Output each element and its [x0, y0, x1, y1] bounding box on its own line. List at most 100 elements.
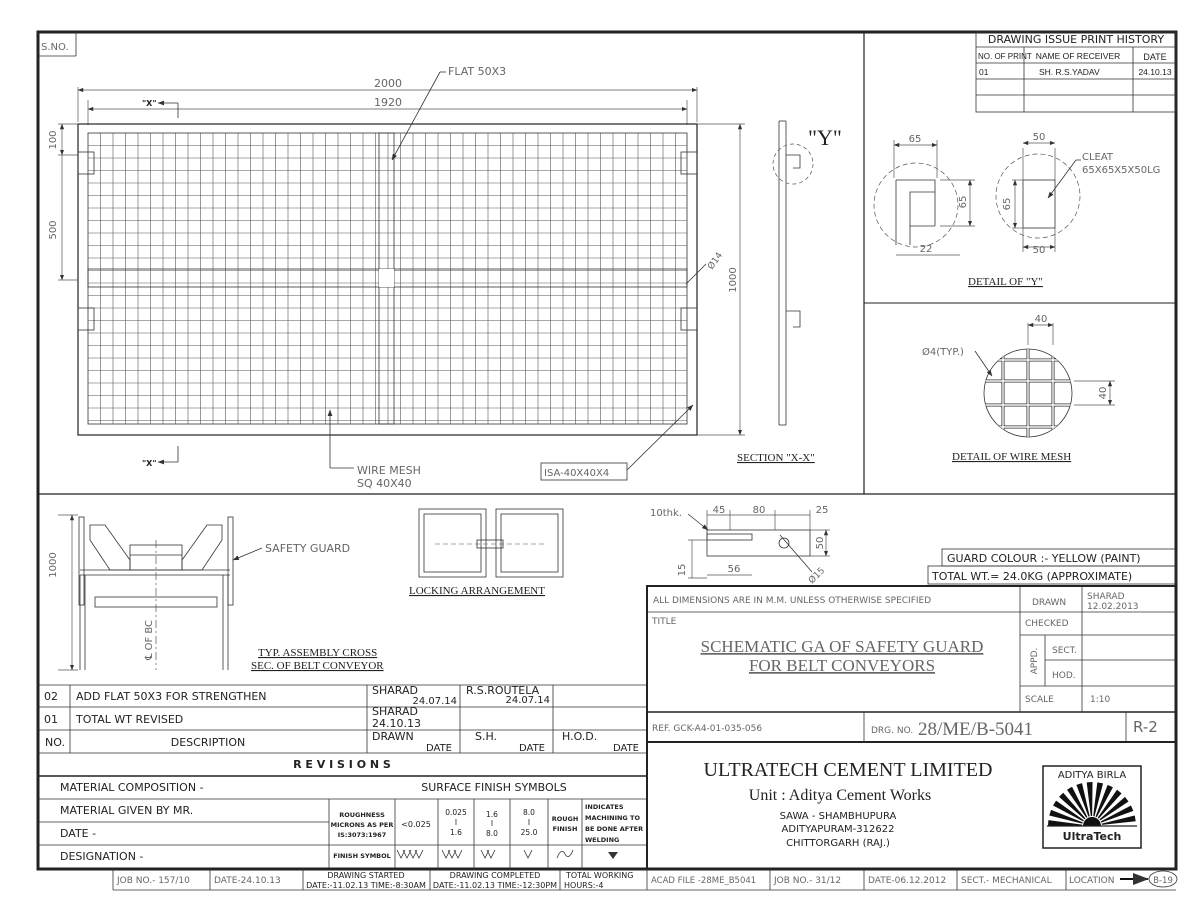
footer-date2: DATE-06.12.2012	[868, 876, 946, 886]
address-line-3: CHITTORGARH (RAJ.)	[786, 838, 890, 849]
dim-65-right: 65	[958, 196, 969, 209]
assembly-title-1: TYP. ASSEMBLY CROSS	[258, 647, 377, 659]
wire-mesh-size: SQ 40X40	[357, 477, 412, 490]
svg-text:25.0: 25.0	[521, 828, 538, 837]
footer-job-no: JOB NO.- 157/10	[116, 876, 190, 886]
guard-colour-note: GUARD COLOUR :- YELLOW (PAINT)	[947, 552, 1141, 565]
total-wt-note: TOTAL WT.= 24.0KG (APPROXIMATE)	[931, 570, 1132, 583]
drg-number: 28/ME/B-5041	[918, 719, 1033, 740]
rev-row1-sh-date: 24.07.14	[505, 695, 550, 706]
sno-label: S.NO.	[41, 42, 69, 53]
flat-label: FLAT 50X3	[448, 65, 506, 78]
rev-header-sh-date: DATE	[519, 743, 545, 754]
dim-65-top: 65	[909, 134, 922, 145]
col-no-print: NO. OF PRINT	[978, 52, 1032, 61]
safety-guard-label: SAFETY GUARD	[265, 542, 350, 555]
material-given-by: MATERIAL GIVEN BY MR.	[60, 804, 193, 817]
rev-header-drawn: DRAWN	[372, 730, 414, 743]
x-marker-bottom: "X"	[142, 459, 157, 468]
detail-y-title: DETAIL OF "Y"	[968, 276, 1043, 288]
detail-y-view: 65 65 22 50 50 65 CLEAT 65X65X5X50LG DET…	[873, 132, 1160, 288]
svg-text:DATE:-11.02.13 TIME:-8:30AM: DATE:-11.02.13 TIME:-8:30AM	[306, 881, 426, 890]
dim-100: 100	[48, 130, 59, 149]
dim-500: 500	[48, 220, 59, 239]
assembly-view: 1000 ℄ OF BC SAFETY GUARD TYP. ASSEMBLY …	[48, 514, 384, 672]
plate-dim-45: 45	[713, 505, 726, 516]
scale-value: 1:10	[1090, 695, 1110, 705]
print-history-title: DRAWING ISSUE PRINT HISTORY	[988, 33, 1164, 46]
svg-text:MICRONS AS PER: MICRONS AS PER	[331, 821, 394, 829]
rev-header-drawn-date: DATE	[426, 743, 452, 754]
notes-box: GUARD COLOUR :- YELLOW (PAINT) TOTAL WT.…	[927, 548, 1177, 585]
revisions-title: R E V I S I O N S	[293, 758, 391, 771]
drawn-date: 12.02.2013	[1087, 602, 1139, 612]
hod-label: HOD.	[1052, 671, 1076, 681]
svg-text:FINISH: FINISH	[553, 825, 578, 833]
material-composition: MATERIAL COMPOSITION -	[60, 781, 204, 794]
title-label: TITLE	[651, 617, 677, 627]
y-marker: "Y"	[808, 125, 842, 150]
print-history-table: DRAWING ISSUE PRINT HISTORY NO. OF PRINT…	[975, 31, 1177, 113]
drawing-title-2: FOR BELT CONVEYORS	[749, 656, 935, 675]
rev-row1-drawn: SHARAD	[372, 684, 418, 697]
address-line-2: ADITYAPURAM-312622	[782, 824, 895, 835]
material-designation: DESIGNATION -	[60, 850, 143, 863]
svg-text:I: I	[528, 818, 530, 827]
checked-label: CHECKED	[1025, 619, 1069, 629]
all-dims-note: ALL DIMENSIONS ARE IN M.M. UNLESS OTHERW…	[653, 596, 931, 606]
scale-label: SCALE	[1025, 695, 1054, 705]
col-date: DATE	[1143, 52, 1166, 62]
company-name: ULTRATECH CEMENT LIMITED	[704, 759, 993, 781]
svg-text:BE DONE AFTER: BE DONE AFTER	[585, 825, 643, 833]
mesh-dim-40-right: 40	[1098, 387, 1109, 400]
section-xx-title: SECTION "X-X"	[737, 452, 815, 464]
rev-row1-sh: R.S.ROUTELA	[466, 684, 540, 697]
dim-50-bottom: 50	[1033, 245, 1046, 256]
rev-row1-no: 02	[44, 690, 58, 703]
svg-text:HOURS:-4: HOURS:-4	[564, 881, 603, 890]
plate-detail-view: 45 80 25 10thk. 50 15 56 Ø15	[650, 505, 830, 586]
drawn-label: DRAWN	[1032, 598, 1066, 608]
print-no: 01	[979, 67, 989, 77]
svg-text:ROUGHNESS: ROUGHNESS	[339, 811, 385, 819]
svg-text:IS:3073:1967: IS:3073:1967	[338, 831, 386, 839]
dim-50-top: 50	[1033, 132, 1046, 143]
svg-text:DRAWING STARTED: DRAWING STARTED	[327, 871, 404, 880]
svg-text:0.025: 0.025	[445, 808, 467, 817]
guard-main-view: 2000 1920 "X" "X" 100 500	[48, 65, 745, 490]
rev-header-no: NO.	[45, 736, 65, 749]
rev-header-sh: S.H.	[475, 730, 497, 743]
logo-top-text: ADITYA BIRLA	[1058, 770, 1127, 781]
cleat-label: CLEAT	[1082, 152, 1114, 163]
footer-job2: JOB NO.- 31/12	[773, 876, 841, 886]
isa-label: ISA-40X40X4	[544, 468, 609, 479]
assembly-title-2: SEC. OF BELT CONVEYOR	[251, 660, 384, 672]
sect-label: SECT.	[1052, 646, 1077, 656]
footer-location-label: LOCATION	[1069, 876, 1115, 886]
ref-label: REF. GCK-A4-01-035-056	[652, 724, 762, 734]
material-table: MATERIAL COMPOSITION - MATERIAL GIVEN BY…	[38, 781, 647, 870]
svg-text:I: I	[491, 819, 493, 828]
rev-row2-no: 01	[44, 713, 58, 726]
svg-text:1.6: 1.6	[486, 810, 498, 819]
detail-mesh-title: DETAIL OF WIRE MESH	[952, 451, 1071, 463]
detail-mesh-view: 40 40 Ø4(TYP.) DETAIL OF WIRE MESH	[922, 314, 1115, 463]
title-block: ALL DIMENSIONS ARE IN M.M. UNLESS OTHERW…	[646, 585, 1177, 870]
footer-date: DATE-24.10.13	[214, 876, 281, 886]
svg-text:ROUGH: ROUGH	[552, 815, 579, 823]
cl-bc-label: ℄ OF BC	[144, 620, 155, 661]
plate-dim-15: 15	[677, 564, 688, 577]
svg-text:FINISH SYMBOL: FINISH SYMBOL	[333, 852, 391, 860]
dim-2000: 2000	[374, 77, 402, 90]
wire-mesh-label: WIRE MESH	[357, 464, 421, 477]
svg-text:<0.025: <0.025	[401, 820, 431, 829]
unit-name: Unit : Aditya Cement Works	[749, 787, 931, 804]
footer-section: SECT.- MECHANICAL	[961, 876, 1052, 886]
x-marker-top: "X"	[142, 99, 157, 108]
dim-1920: 1920	[374, 96, 402, 109]
rev-row2-drawn-date: 24.10.13	[372, 717, 421, 730]
mesh-dim-40-top: 40	[1035, 314, 1048, 325]
rev-header-hod: H.O.D.	[562, 730, 597, 743]
plate-dim-25: 25	[816, 505, 829, 516]
